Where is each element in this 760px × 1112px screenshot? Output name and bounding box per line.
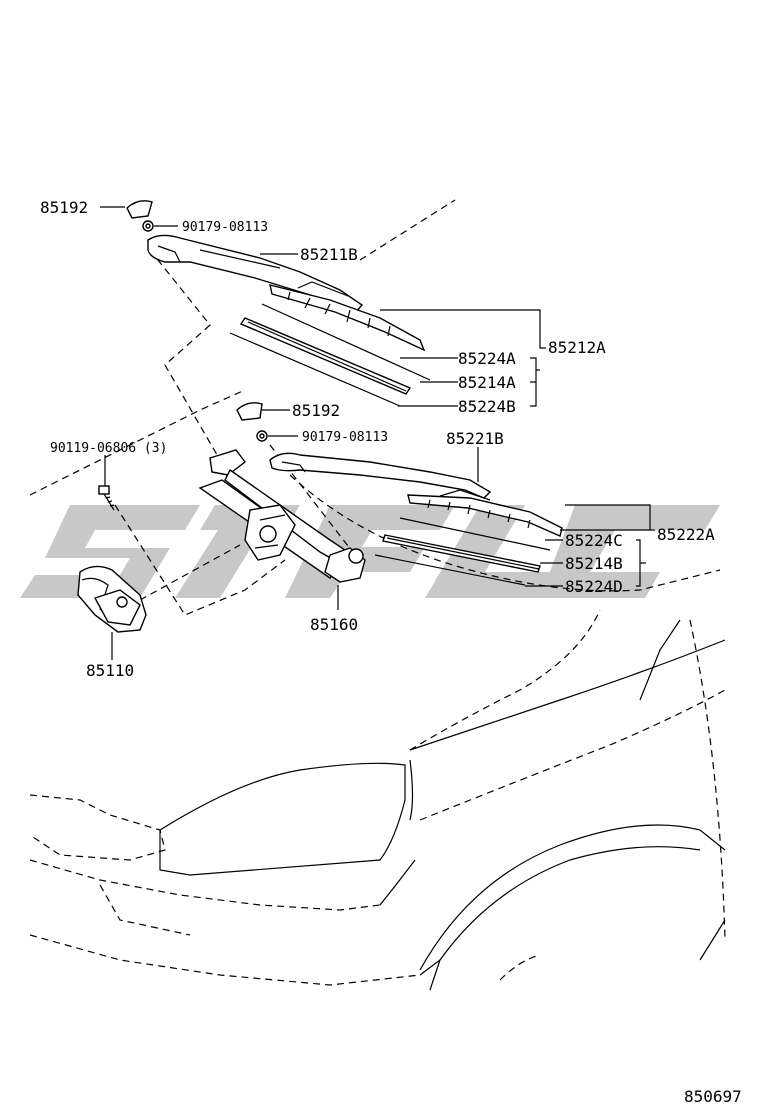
label-blade-assy-right: 85222A: [657, 525, 715, 544]
cap-upper: [126, 200, 153, 219]
nut-upper: [142, 220, 154, 232]
insert-left-a: [261, 303, 431, 381]
wiper-motor: [77, 565, 147, 633]
label-cap-upper: 85192: [40, 198, 88, 217]
label-rubber-right: 85214B: [565, 554, 623, 573]
label-blade-assy-left: 85212A: [548, 338, 606, 357]
insert-right-c: [399, 517, 551, 551]
cap-lower: [236, 402, 263, 421]
figure-code: 850697: [684, 1087, 742, 1106]
label-insert-left-b: 85224B: [458, 397, 516, 416]
label-insert-left-a: 85224A: [458, 349, 516, 368]
nut-lower: [256, 430, 268, 442]
wiper-link-assembly: [198, 449, 366, 583]
label-link-assy: 85160: [310, 615, 358, 634]
label-bolt: 90119-06806 (3): [50, 441, 167, 456]
leader-lines: [100, 206, 655, 660]
label-arm-right: 85221B: [446, 429, 504, 448]
label-rubber-left: 85214A: [458, 373, 516, 392]
wiper-blade-right: [407, 489, 563, 537]
label-insert-right-d: 85224D: [565, 577, 623, 596]
watermark-logo: [20, 505, 720, 598]
label-insert-right-c: 85224C: [565, 531, 623, 550]
car-body-outline: [29, 199, 726, 991]
bolt: [98, 485, 115, 511]
insert-right-d: [374, 554, 526, 586]
rubber-left: [239, 317, 412, 395]
assembly-guides: [114, 249, 356, 616]
label-cap-lower: 85192: [292, 401, 340, 420]
insert-left-b: [229, 332, 401, 407]
wiper-blade-left: [269, 281, 426, 352]
rubber-right: [382, 534, 541, 573]
label-motor: 85110: [86, 661, 134, 680]
label-nut-lower: 90179-08113: [302, 430, 388, 445]
label-arm-left: 85211B: [300, 245, 358, 264]
label-nut-upper: 90179-08113: [182, 220, 268, 235]
